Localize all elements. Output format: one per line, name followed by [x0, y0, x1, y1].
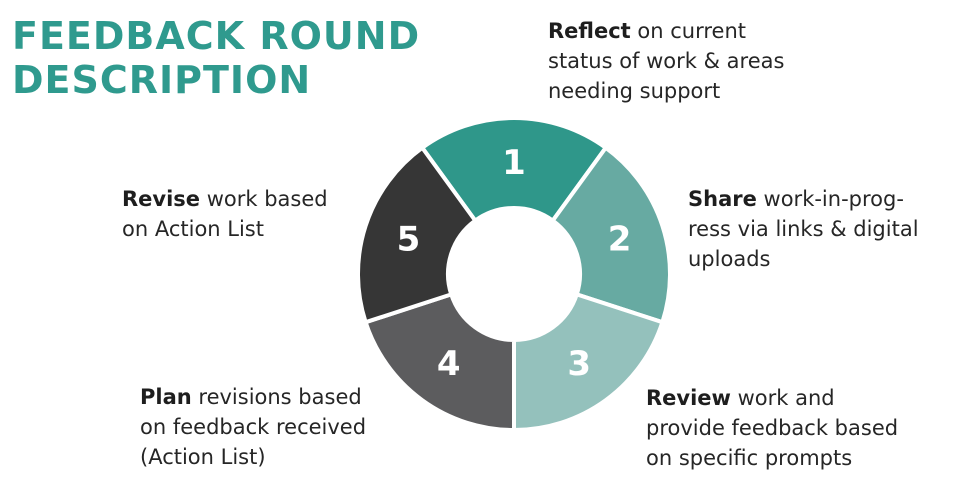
page-title: FEEDBACK ROUND DESCRIPTION — [12, 14, 420, 102]
cycle-segment-3-number: 3 — [567, 344, 591, 384]
step-3-description: Review work and provide feedback based o… — [646, 383, 946, 473]
cycle-segment-4 — [363, 291, 516, 433]
step-4-line-1: revisions based — [191, 385, 362, 409]
step-3-line-1: work and — [730, 386, 835, 410]
cycle-segment-1 — [419, 116, 609, 224]
step-4-keyword: Plan — [140, 385, 192, 409]
cycle-segment-1-number: 1 — [502, 143, 526, 183]
step-5-description: Revise work based on Action List — [122, 184, 372, 244]
step-4-description: Plan revisions based on feedback receive… — [140, 382, 430, 472]
cycle-segment-2 — [550, 144, 672, 325]
step-2-line-1: work-in-prog- — [756, 187, 904, 211]
step-3-line-2: provide feedback based — [646, 416, 899, 440]
cycle-segment-5 — [356, 144, 478, 325]
cycle-segment-5-number: 5 — [397, 220, 421, 260]
step-4-line-2: on feedback received — [140, 415, 367, 439]
step-1-line-2: status of work & areas — [548, 49, 785, 73]
title-line-2: DESCRIPTION — [12, 58, 312, 102]
step-2-description: Share work-in-prog- ress via links & dig… — [688, 184, 950, 274]
step-2-line-2: ress via links & digital — [688, 217, 919, 241]
step-1-keyword: Reflect — [548, 19, 631, 43]
step-5-line-2: on Action List — [122, 217, 264, 241]
step-2-keyword: Share — [688, 187, 757, 211]
step-4-line-3: (Action List) — [140, 445, 266, 469]
step-3-line-3: on specific prompts — [646, 446, 853, 470]
step-5-keyword: Revise — [122, 187, 201, 211]
step-3-keyword: Review — [646, 386, 731, 410]
title-line-1: FEEDBACK ROUND — [12, 14, 421, 58]
cycle-segment-3 — [512, 291, 665, 433]
cycle-segment-2-number: 2 — [608, 220, 632, 260]
step-1-line-1: on current — [630, 19, 746, 43]
step-2-line-3: uploads — [688, 247, 771, 271]
cycle-segment-4-number: 4 — [437, 344, 461, 384]
step-5-line-1: work based — [200, 187, 328, 211]
step-1-line-3: needing support — [548, 79, 721, 103]
step-1-description: Reflect on current status of work & area… — [548, 16, 848, 106]
